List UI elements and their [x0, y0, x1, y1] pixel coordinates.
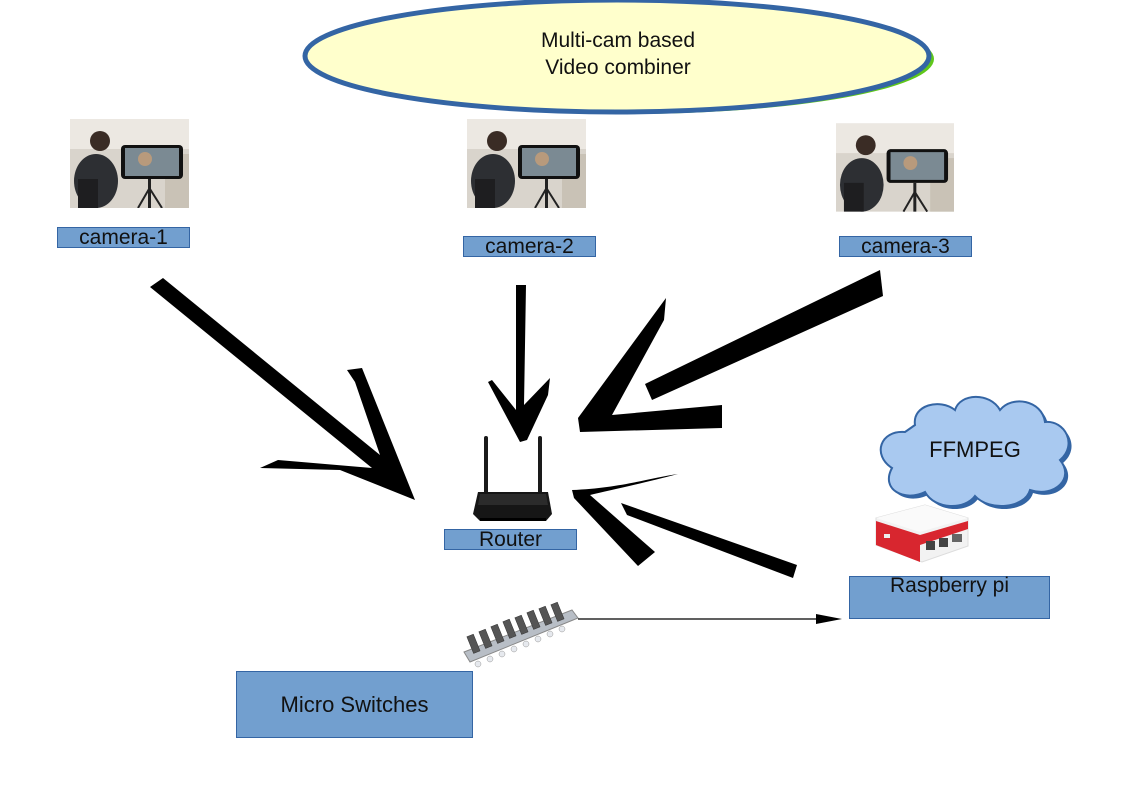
switch-strip-icon [463, 601, 579, 668]
arrow-camera2-to-router [488, 285, 550, 442]
title-line-2: Video combiner [545, 56, 691, 79]
router-label: Router [444, 529, 577, 550]
arrow-raspberry-to-router [572, 474, 797, 578]
camera-1-photo [70, 119, 189, 208]
raspberry-pi-label: Raspberry pi [849, 574, 1050, 619]
camera-2-photo [467, 119, 586, 208]
arrow-camera1-to-router [150, 278, 415, 500]
camera-1-label: camera-1 [57, 227, 190, 248]
wifi-router-icon [473, 436, 552, 521]
raspberry-pi-case-icon [875, 504, 969, 563]
micro-switches-label: Micro Switches [236, 671, 473, 738]
camera-3-photo [836, 123, 954, 212]
camera-2-label: camera-2 [463, 236, 596, 257]
arrow-camera3-to-router [578, 270, 883, 432]
ffmpeg-label: FFMPEG [929, 437, 1021, 462]
raspberry-pi-label-text: Raspberry pi [889, 574, 1010, 597]
ffmpeg-cloud [879, 395, 1072, 510]
title-line-1: Multi-cam based [540, 29, 696, 52]
camera-3-label: camera-3 [839, 236, 972, 257]
title-ellipse [302, 0, 934, 115]
arrow-switches-to-raspberry [578, 614, 842, 624]
title-text: Multi-cam based Video combiner [318, 27, 918, 81]
